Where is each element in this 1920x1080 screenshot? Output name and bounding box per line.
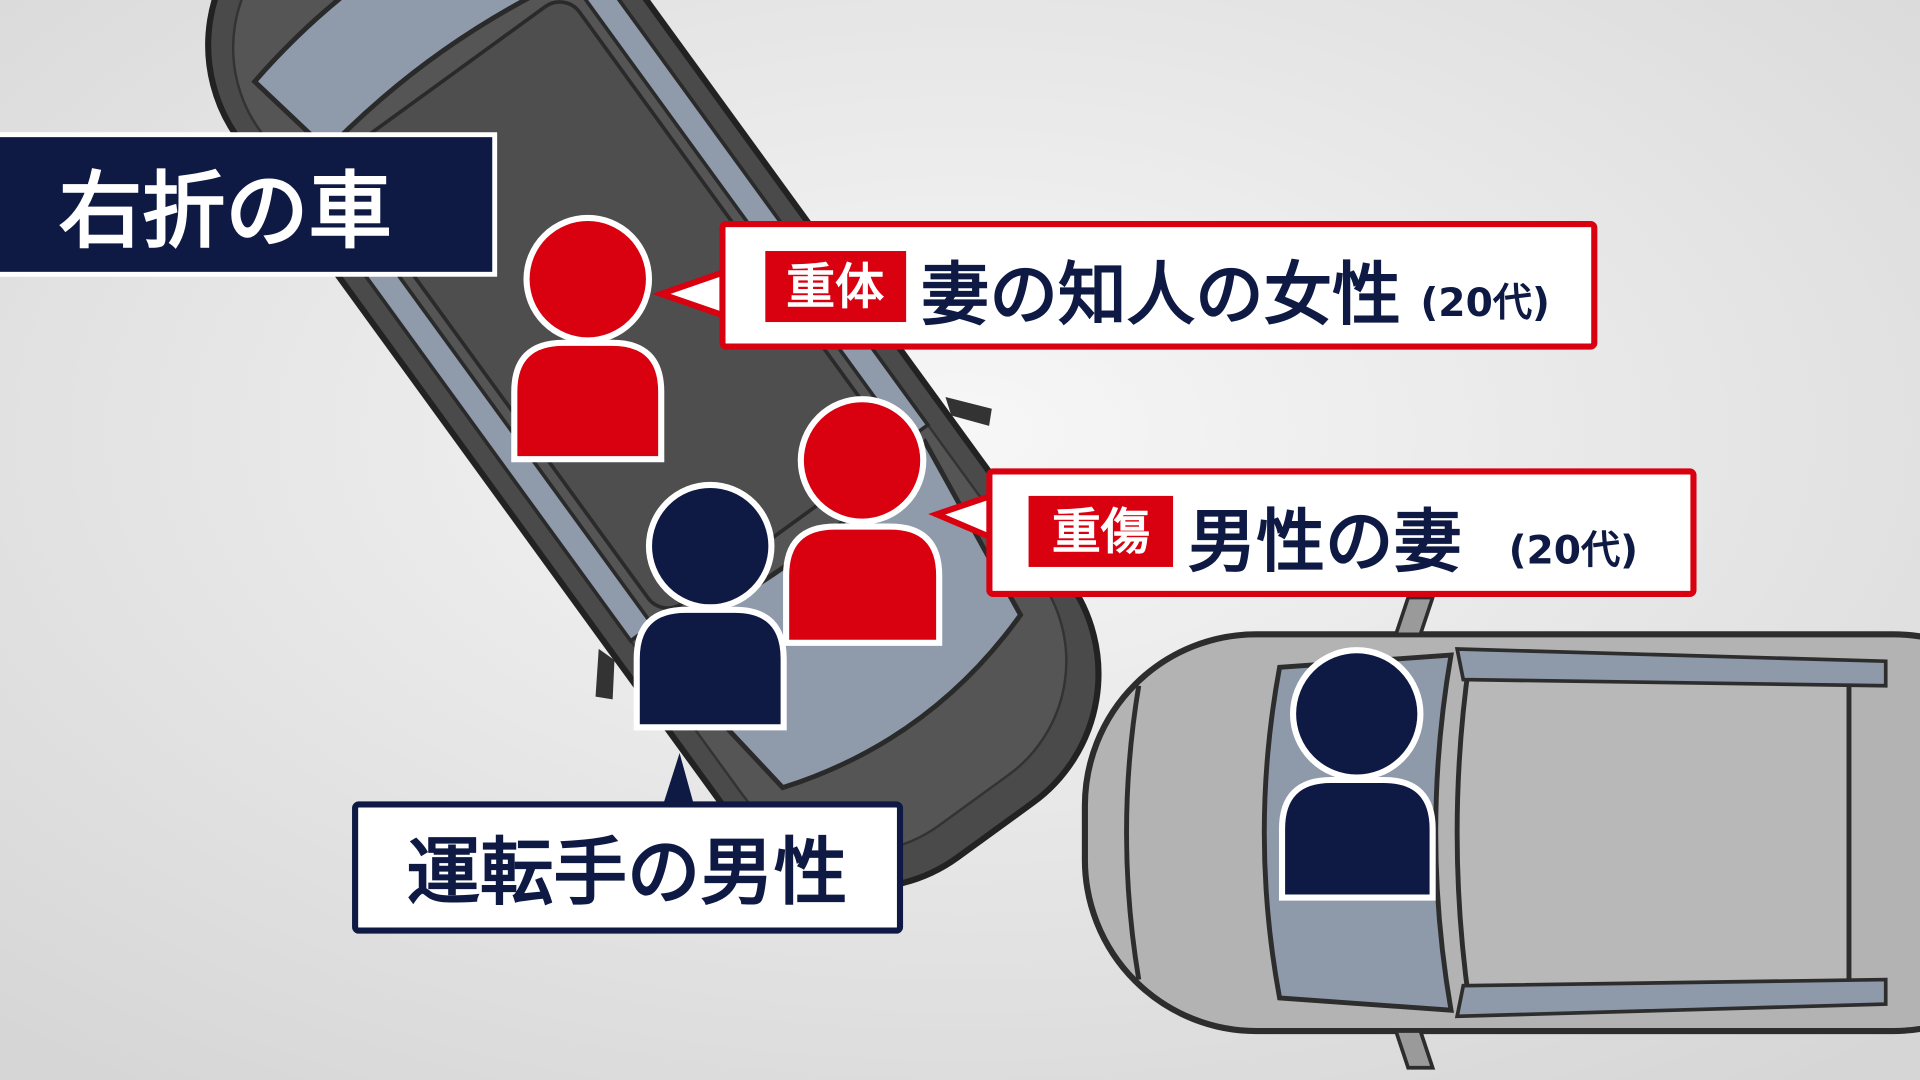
person-icon-other-driver [1278,647,1436,901]
callout-acquaintance: 重体 妻の知人の女性 (20代) [651,221,1598,350]
status-badge-text: 重傷 [1052,504,1150,561]
callout-age: (20代) [1509,528,1639,573]
person-icon-wife [783,396,943,646]
driver-label-text: 運転手の男性 [407,831,848,916]
callout-text: 男性の妻 [1188,503,1462,583]
status-badge [1028,495,1174,567]
person-icon-driver [633,481,787,731]
oncoming-car [1081,595,1920,1070]
callout-wife: 重傷 男性の妻 (20代) [928,468,1697,597]
callout-age: (20代) [1420,281,1549,326]
driver-label: 運転手の男性 [352,753,904,934]
person-icon-acquaintance [511,214,665,463]
status-badge [765,251,907,323]
status-badge-text: 重体 [786,259,884,316]
callout-text: 妻の知人の女性 [921,255,1401,335]
turning-car-label-text: 右折の車 [59,163,392,260]
turning-car-label: 右折の車 [0,132,498,277]
